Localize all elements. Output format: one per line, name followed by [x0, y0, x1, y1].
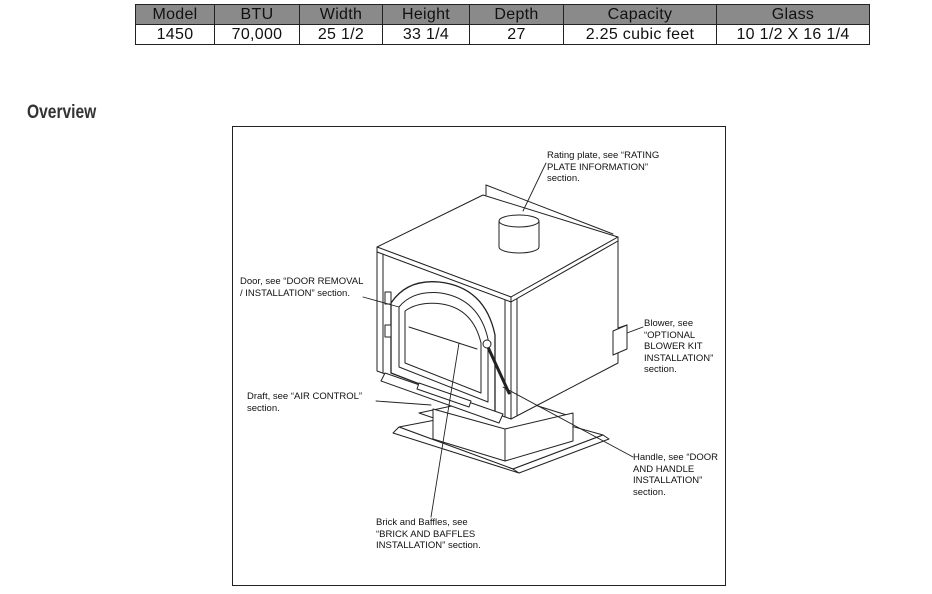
callout-blower: Blower, see “OPTIONAL BLOWER KIT INSTALL…: [644, 318, 713, 376]
callout-rating-plate-line1: Rating plate, see “RATING: [547, 150, 660, 161]
callout-door-line1: Door, see “DOOR REMOVAL: [240, 276, 364, 287]
callout-brick-line1: Brick and Baffles, see: [376, 517, 468, 528]
header-glass: Glass: [716, 4, 870, 25]
header-depth: Depth: [469, 4, 564, 25]
callout-blower-line3: BLOWER KIT: [644, 341, 703, 352]
callout-handle-line4: section.: [633, 486, 666, 498]
callout-rating-plate: Rating plate, see “RATING PLATE INFORMAT…: [547, 150, 659, 185]
cell-depth: 27: [469, 24, 564, 45]
callout-blower-line2: “OPTIONAL: [644, 329, 696, 341]
overview-heading: Overview: [27, 102, 97, 123]
stove-door: [384, 281, 496, 414]
flue-collar: [498, 214, 540, 254]
blower-box: [612, 324, 628, 356]
cell-height: 33 1/4: [382, 24, 470, 45]
callout-draft-line1: Draft, see “AIR CONTROL”: [247, 391, 363, 402]
cell-capacity: 2.25 cubic feet: [563, 24, 717, 45]
pedestal-column: [432, 408, 574, 462]
stove-overview-figure: Rating plate, see “RATING PLATE INFORMAT…: [232, 126, 726, 586]
header-model: Model: [135, 4, 215, 25]
callout-rating-plate-line3: section.: [547, 173, 580, 184]
header-btu: BTU: [214, 4, 300, 25]
cell-model: 1450: [135, 24, 215, 45]
callout-brick-line2: “BRICK AND BAFFLES: [376, 528, 476, 540]
callout-door-line2: / INSTALLATION” section.: [240, 287, 350, 299]
stove-top: [376, 184, 619, 303]
callout-blower-line5: section.: [644, 364, 677, 375]
stove-line-drawing: [362, 162, 644, 518]
callout-blower-line4: INSTALLATION”: [644, 352, 714, 364]
spec-table-header-row: Model BTU Width Height Depth Capacity Gl…: [135, 4, 870, 25]
header-height: Height: [382, 4, 470, 25]
callout-draft-line2: section.: [247, 402, 280, 414]
callout-rating-plate-line2: PLATE INFORMATION”: [547, 161, 648, 173]
cell-width: 25 1/2: [299, 24, 383, 45]
callout-handle-line2: AND HANDLE: [633, 463, 695, 475]
spec-table: Model BTU Width Height Depth Capacity Gl…: [135, 4, 870, 45]
callout-brick-baffles: Brick and Baffles, see “BRICK AND BAFFLE…: [376, 517, 481, 552]
header-capacity: Capacity: [563, 4, 717, 25]
draft-lip: [380, 372, 504, 424]
cell-btu: 70,000: [214, 24, 300, 45]
callout-handle: Handle, see “DOOR AND HANDLE INSTALLATIO…: [633, 452, 718, 498]
spec-table-row: 1450 70,000 25 1/2 33 1/4 27 2.25 cubic …: [135, 24, 870, 45]
callout-leader-lines: [362, 162, 644, 518]
callout-blower-line1: Blower, see: [644, 318, 694, 329]
callout-door: Door, see “DOOR REMOVAL / INSTALLATION” …: [240, 276, 363, 299]
callout-handle-line1: Handle, see “DOOR: [633, 452, 719, 463]
callout-draft: Draft, see “AIR CONTROL” section.: [247, 391, 362, 414]
cell-glass: 10 1/2 X 16 1/4: [716, 24, 870, 45]
header-width: Width: [299, 4, 383, 25]
callout-handle-line3: INSTALLATION”: [633, 475, 703, 486]
door-handle: [482, 339, 511, 395]
callout-brick-line3: INSTALLATION” section.: [376, 540, 481, 551]
